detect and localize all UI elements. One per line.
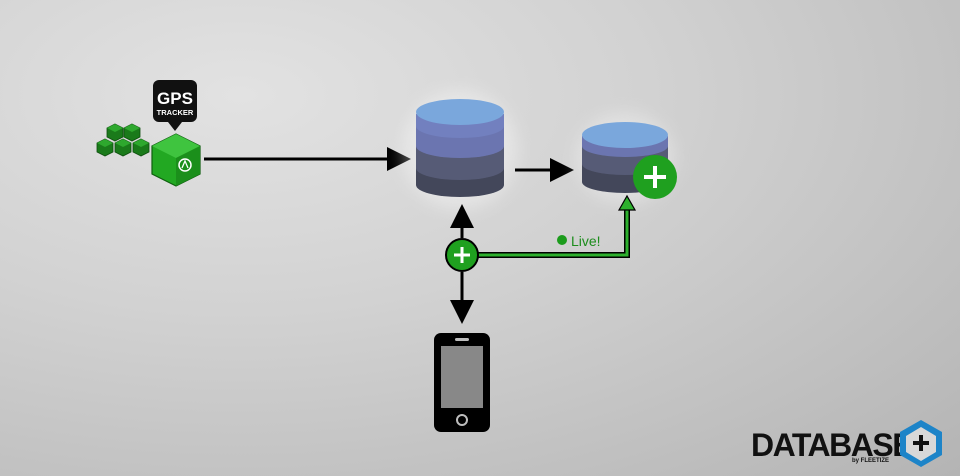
gps-badge-line2: TRACKER [157,108,194,117]
plus-badge-icon [633,155,677,199]
database-plus-icon [575,112,677,204]
database-main-icon [402,90,518,210]
green-tracker-cube-icon [151,133,201,187]
green-cubes-icon [96,123,150,157]
plus-circle-icon [445,238,479,272]
hexagon-plus-icon [900,420,942,467]
logo-byline: by FLEETIZE [852,458,889,464]
live-connector: Live! [478,194,637,258]
live-dot-icon [557,235,567,245]
gps-tracker-group: GPS TRACKER [96,80,201,187]
live-label: Live! [571,233,601,249]
logo-word: DATABASE [751,427,913,463]
database-plus-logo: DATABASE by FLEETIZE [751,420,942,467]
smartphone-icon [434,333,490,432]
gps-tracker-badge-icon: GPS TRACKER [153,80,197,131]
gps-badge-line1: GPS [157,89,193,108]
